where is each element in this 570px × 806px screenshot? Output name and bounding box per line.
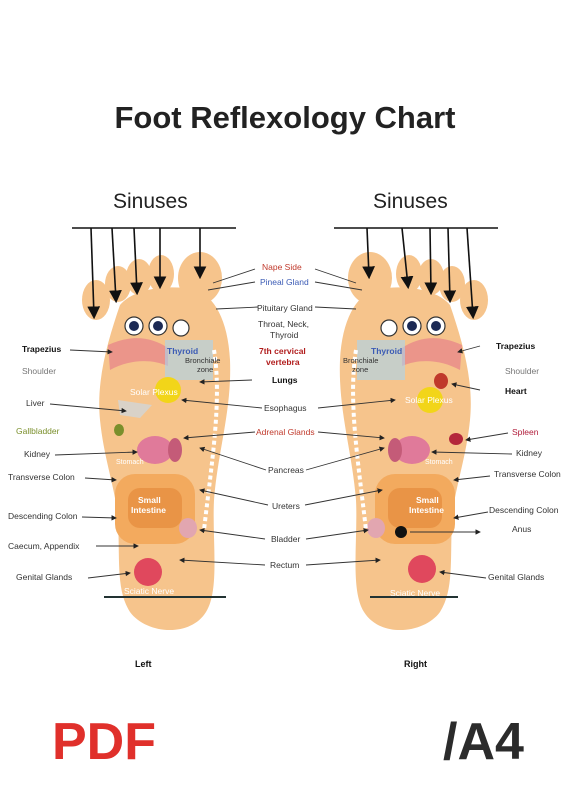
label-7th-cervical: 7th cervical xyxy=(259,346,306,356)
inner-small-right: Small xyxy=(416,495,439,505)
label-esophagus: Esophagus xyxy=(264,403,307,413)
inner-thyroid-left: Thyroid xyxy=(167,346,199,356)
label-kidney-left: Kidney xyxy=(24,449,50,459)
label-trapezius-right: Trapezius xyxy=(496,341,536,351)
inner-zone-left: zone xyxy=(197,365,214,374)
right-big-toe xyxy=(348,252,392,304)
inner-stomach-left: Stomach xyxy=(116,459,144,466)
right-foot xyxy=(339,252,488,631)
label-spleen: Spleen xyxy=(512,427,539,437)
inner-sciatic-left: Sciatic Nerve xyxy=(124,586,175,596)
label-caecum-appendix: Caecum, Appendix xyxy=(8,541,80,551)
format-pdf-label: PDF xyxy=(52,713,156,771)
label-liver: Liver xyxy=(26,398,45,408)
left-toe-2 xyxy=(148,255,174,293)
label-transverse-colon-right: Transverse Colon xyxy=(494,469,561,479)
inner-thyroid-right: Thyroid xyxy=(371,346,403,356)
label-thyroid-center: Thyroid xyxy=(270,330,299,340)
foot-label-left: Left xyxy=(135,659,152,669)
label-trapezius-left: Trapezius xyxy=(22,344,62,354)
label-bladder: Bladder xyxy=(271,534,301,544)
format-a4-label: /A4 xyxy=(443,713,524,771)
label-pituitary-gland: Pituitary Gland xyxy=(257,303,313,313)
inner-bronchiale-right: Bronchiale xyxy=(343,356,379,365)
inner-stomach-right: Stomach xyxy=(425,459,453,466)
label-pineal-gland: Pineal Gland xyxy=(260,277,309,287)
left-toe-3 xyxy=(126,259,152,295)
sinus-arrows xyxy=(72,227,498,320)
inner-intestine-left: Intestine xyxy=(131,505,166,515)
label-heart: Heart xyxy=(505,386,527,396)
inner-bronchiale-left: Bronchiale xyxy=(185,356,221,365)
sinuses-label-left: Sinuses xyxy=(113,190,188,213)
label-ureters: Ureters xyxy=(272,501,300,511)
sinuses-label-right: Sinuses xyxy=(373,190,448,213)
label-transverse-colon-left: Transverse Colon xyxy=(8,472,75,482)
right-toe-2 xyxy=(396,255,422,293)
label-throat-neck: Throat, Neck, xyxy=(258,319,310,329)
label-vertebra: vertebra xyxy=(266,357,300,367)
chart-title: Foot Reflexology Chart xyxy=(114,100,456,135)
label-genital-glands-right: Genital Glands xyxy=(488,572,545,582)
label-gallbladder: Gallbladder xyxy=(16,426,60,436)
label-descending-colon-left: Descending Colon xyxy=(8,511,78,521)
label-nape-side: Nape Side xyxy=(262,262,302,272)
inner-solar-plexus-left: Solar Plexus xyxy=(130,387,178,397)
left-foot xyxy=(82,252,231,631)
inner-zone-right: zone xyxy=(352,365,369,374)
inner-intestine-right: Intestine xyxy=(409,505,444,515)
label-adrenal-glands: Adrenal Glands xyxy=(256,427,315,437)
inner-solar-plexus-right: Solar Plexus xyxy=(405,395,453,405)
label-pancreas: Pancreas xyxy=(268,465,304,475)
label-genital-glands-left: Genital Glands xyxy=(16,572,73,582)
label-descending-colon-right: Descending Colon xyxy=(489,505,559,515)
foot-label-right: Right xyxy=(404,659,427,669)
label-lungs: Lungs xyxy=(272,375,298,385)
label-kidney-right: Kidney xyxy=(516,448,542,458)
label-shoulder-right: Shoulder xyxy=(505,366,540,376)
leader-lines xyxy=(49,268,513,579)
label-rectum: Rectum xyxy=(270,560,300,570)
label-shoulder-left: Shoulder xyxy=(22,366,57,376)
label-anus: Anus xyxy=(512,524,532,534)
inner-sciatic-right: Sciatic Nerve xyxy=(390,588,441,598)
inner-small-left: Small xyxy=(138,495,161,505)
